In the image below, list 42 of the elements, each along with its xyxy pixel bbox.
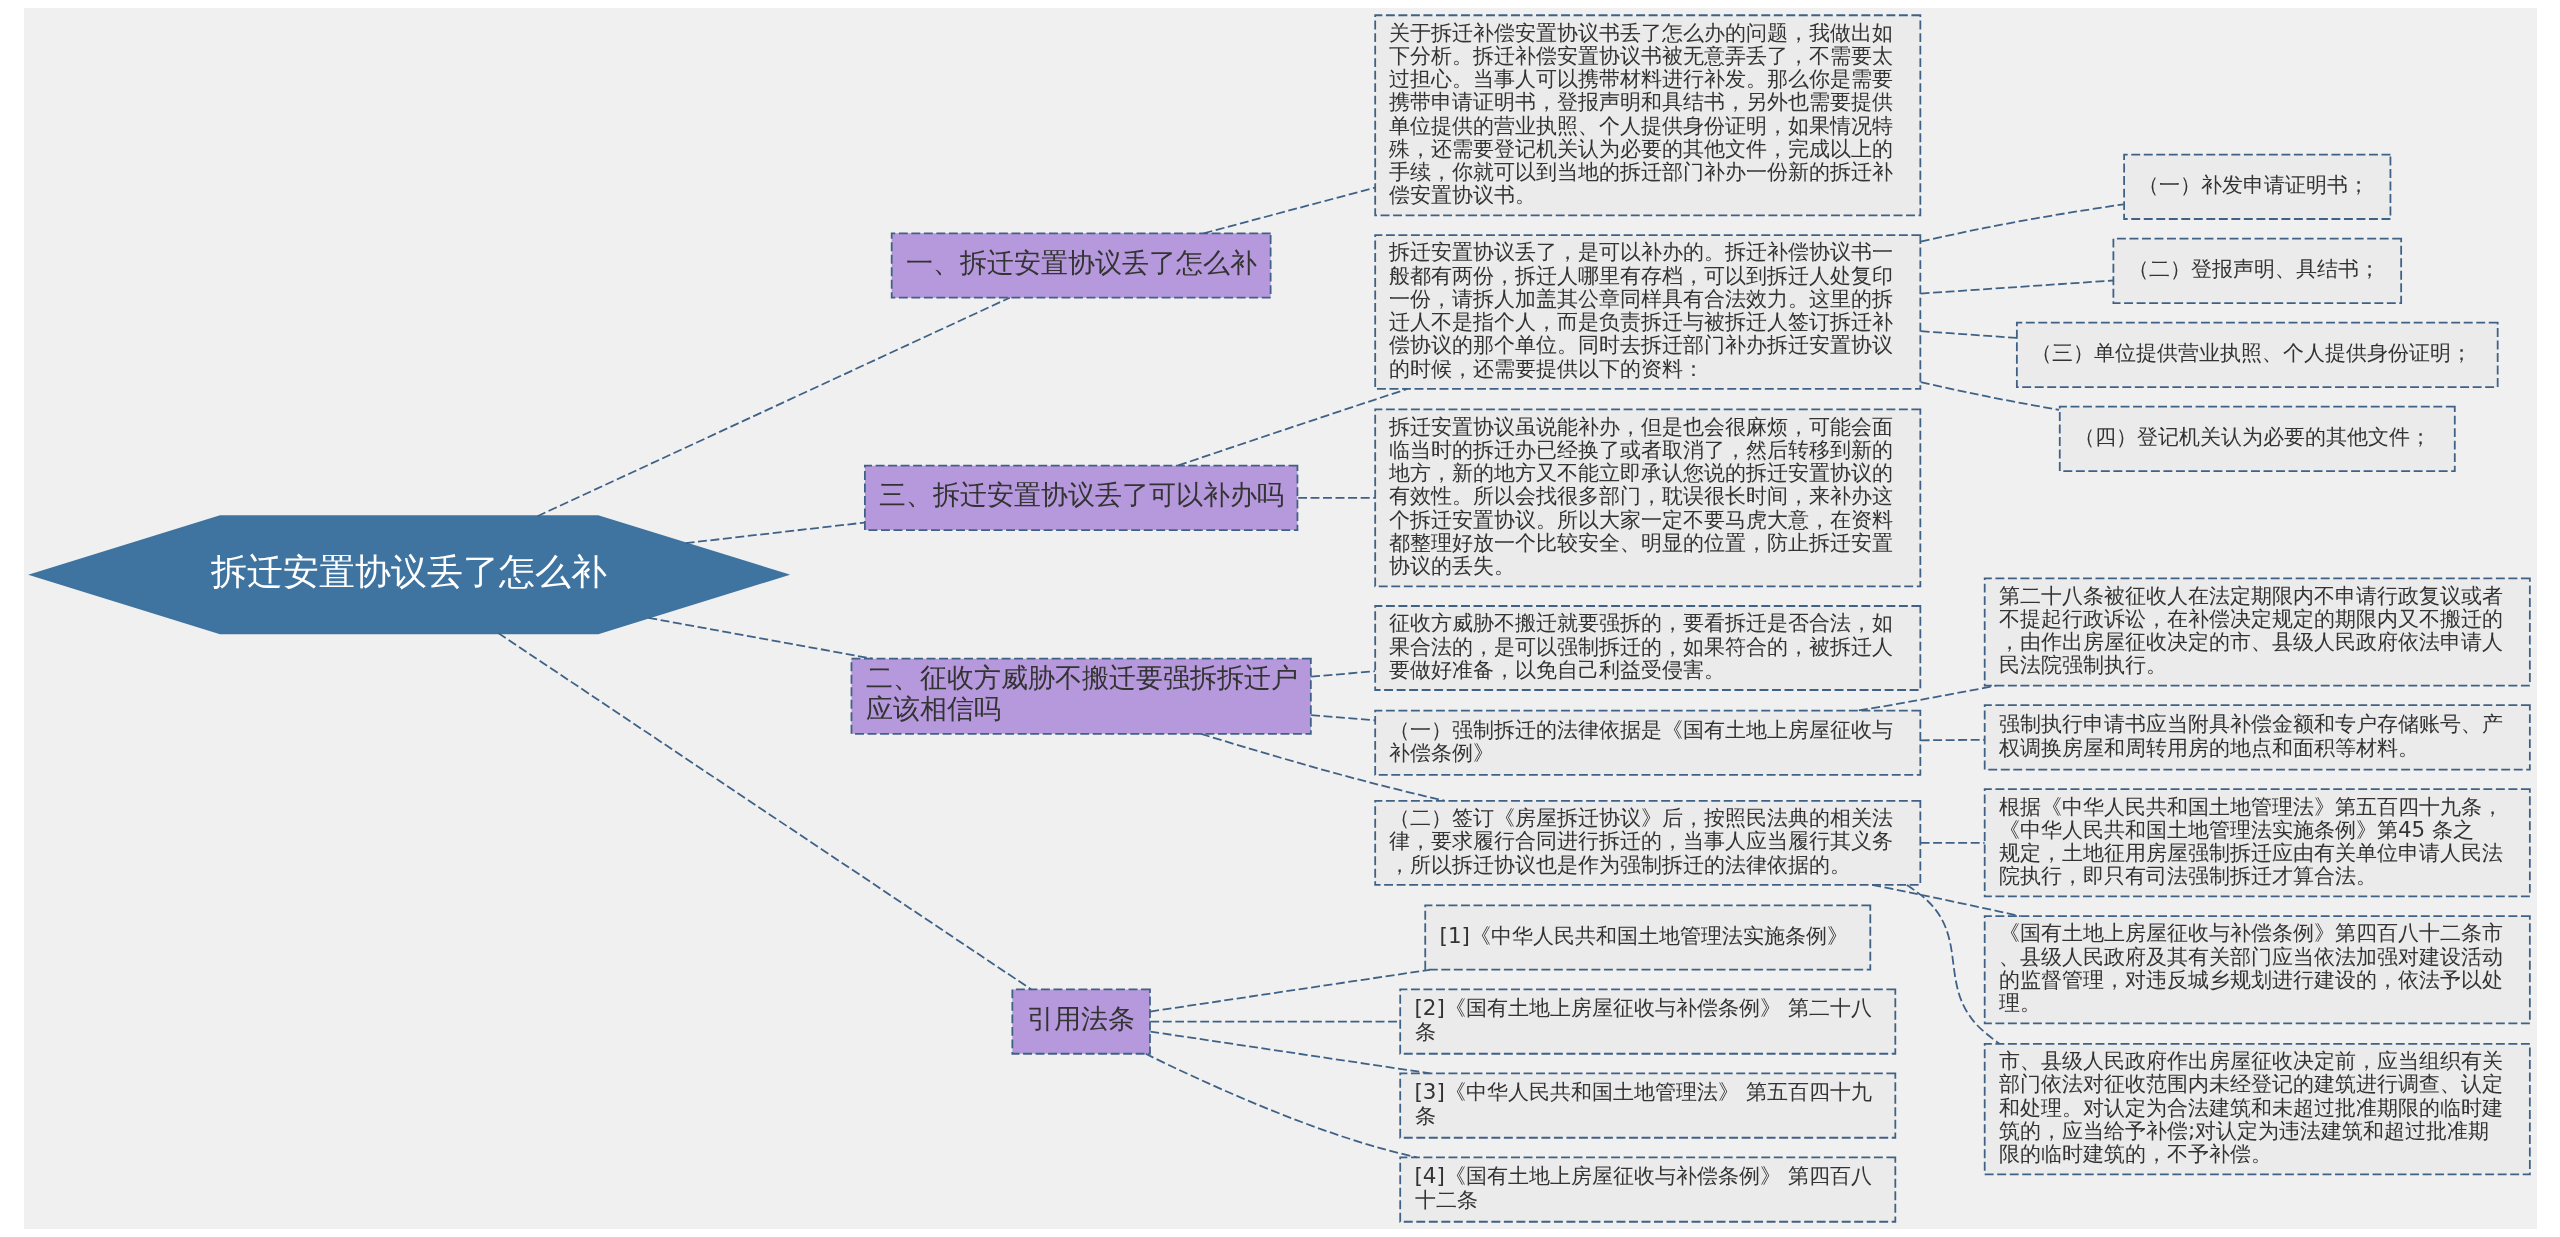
connector [1919,381,2060,411]
node-box: [2]《国有土地上房屋征收与补偿条例》 第二十八条 [1398,988,1896,1055]
connector [1296,496,1376,499]
connector [1919,203,2124,243]
node-box: 根据《中华人民共和国土地管理法》第五百四十九条，《中华人民共和国土地管理法实施条例》第45 条之规定，土地征用房屋强制拆迁应由有关单位申请人民法院执行，即只有司法强制拆迁才算合法。 [1983,788,2531,898]
connector [1202,186,1376,235]
connector [1148,968,1431,1013]
node-box: [4]《国有土地上房屋征收与补偿条例》 第四百八十二条 [1398,1156,1896,1223]
node-box: （一）强制拆迁的法律依据是《国有土地上房屋征收与补偿条例》 [1373,709,1921,776]
node-box: 引用法条 [1010,988,1151,1055]
node-box: （三）单位提供营业执照、个人提供身份证明； [2015,321,2499,388]
connector [1905,884,2000,1045]
node-box: 一、拆迁安置协议丢了怎么补 [890,232,1271,299]
connector [1309,714,1376,722]
node-box: 拆迁安置协议虽说能补办，但是也会很麻烦，可能会面临当时的拆迁办已经换了或者取消了，然后转移到新的地方，新的地方又不能立即承认您说的拆迁安置协议的有效性。所以会找很多部门，耽误很长时间，来补办这个拆迁安置协议。所以大家一定不要马虎大意，在资料都整理好放一个比较安全、明显的位置，防止拆迁安置协议的丢失。 [1373,408,1921,588]
node-box: 拆迁安置协议丢了，是可以补办的。拆迁补偿协议书一般都有两份，拆迁人哪里有存档，可以到拆迁人处复印一份，请拆人加盖其公章同样具有合法效力。这里的拆迁人不是指个人，而是负责拆迁与被拆迁人签订拆迁补偿协议的那个单位。同时去拆迁部门补办拆迁安置协议的时候，还需要提供以下的资料： [1373,234,1921,390]
node-box: 征收方威胁不搬迁就要强拆的，要看拆迁是否合法，如果合法的，是可以强制拆迁的，如果符合的，被拆迁人要做好准备，以免自己利益受侵害。 [1373,605,1921,691]
node-box: 强制执行申请书应当附具补偿金额和专户存储账号、产权调换房屋和周转用房的地点和面积等材料。 [1983,704,2531,771]
connector [1870,883,2021,917]
node-box: 关于拆迁补偿安置协议书丢了怎么办的问题，我做出如下分析。拆迁补偿安置协议书被无意弄丢了，不需要太过担心。当事人可以携带材料进行补发。那么你是需要携带申请证明书，登报声明和具结书，另外也需要提供单位提供的营业执照、个人提供身份证明，如果情况特殊，还需要登记机关认为必要的其他文件，完成以上的手续，你就可以到当地的拆迁部门补办一份新的拆迁补偿安置协议书。 [1373,14,1921,217]
node-box: 《国有土地上房屋征收与补偿条例》第四百八十二条市、县级人民政府及其有关部门应当依法加强对建设活动的监督管理，对违反城乡规划进行建设的，依法予以处理。 [1983,915,2531,1025]
connector [1919,279,2114,295]
connector [1144,1052,1418,1159]
connector [1919,330,2017,339]
connector [1309,670,1376,678]
connector [684,521,865,544]
connector [1919,738,1985,742]
node-box: [1]《中华人民共和国土地管理法实施条例》 [1423,904,1871,971]
connector [1148,1030,1431,1075]
connector [1919,841,1985,844]
node-box: （二）签订《房屋拆迁协议》后，按照民法典的相关法律，要求履行合同进行拆迁的，当事人应当履行其义务，所以拆迁协议也是作为强制拆迁的法律依据的。 [1373,799,1921,886]
node-box: [3]《中华人民共和国土地管理法》 第五百四十九条 [1398,1072,1896,1139]
node-box: （四）登记机关认为必要的其他文件； [2058,405,2456,472]
connector [496,632,1032,991]
node-box: （二）登报声明、具结书； [2112,237,2402,304]
connector [647,617,873,660]
node-box: 三、拆迁安置协议丢了可以补办吗 [863,464,1298,531]
node-box: 市、县级人民政府作出房屋征收决定前，应当组织有关部门依法对征收范围内未经登记的建筑进行调查、认定和处理。对认定为合法建筑和未超过批准期限的临时建筑的，应当给予补偿;对认定为违法建筑和超过批准期限的临时建筑的，不予补偿。 [1983,1043,2531,1176]
node-box: 第二十八条被征收人在法定期限内不申请行政复议或者不提起行政诉讼，在补偿决定规定的期限内又不搬迁的，由作出房屋征收决定的市、县级人民政府依法申请人民法院强制执行。 [1983,577,2531,687]
connector [536,296,1011,518]
node-box: 二、征收方威胁不搬迁要强拆拆迁户应该相信吗 [850,657,1312,735]
node-box: （一）补发申请证明书； [2122,153,2391,220]
